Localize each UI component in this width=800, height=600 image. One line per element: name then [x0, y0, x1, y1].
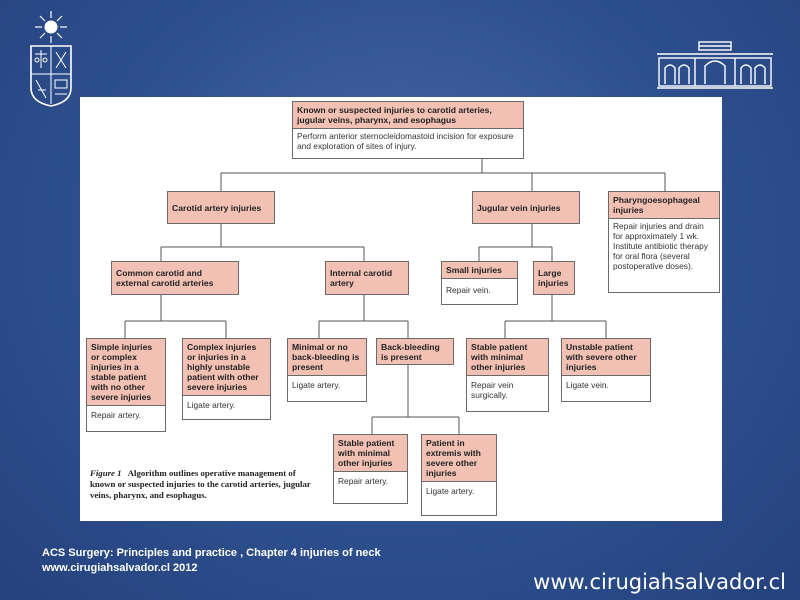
citation-line-2: www.cirugiahsalvador.cl 2012: [42, 562, 198, 574]
node-jugular-injuries: Jugular vein injuries: [472, 191, 580, 224]
website-watermark: www.cirugiahsalvador.cl: [533, 570, 786, 594]
figure-caption-text: Algorithm outlines operative management …: [90, 468, 311, 500]
node-complex-injuries: Complex injuries or injuries in a highly…: [182, 338, 271, 420]
link-carotid-children: [160, 224, 365, 261]
link-backbleed-children: [371, 365, 460, 434]
link-jugular-children: [478, 224, 553, 261]
node-patient-extremis: Patient in extremis with severe other in…: [421, 434, 497, 516]
connector-lines: [124, 159, 666, 434]
algorithm-figure: Known or suspected injuries to carotid a…: [80, 97, 722, 521]
figure-caption-label: Figure 1: [90, 468, 122, 478]
figure-caption: Figure 1 Algorithm outlines operative ma…: [90, 468, 315, 501]
node-simple-injuries: Simple injuries or complex injuries in a…: [86, 338, 166, 432]
source-citation: ACS Surgery: Principles and practice , C…: [42, 546, 381, 576]
link-common-children: [124, 295, 227, 338]
citation-line-1: ACS Surgery: Principles and practice , C…: [42, 547, 381, 559]
node-backbleeding-present: Back-bleeding is present: [376, 338, 454, 365]
node-common-carotid: Common carotid and external carotid arte…: [111, 261, 239, 295]
node-pharyngoesophageal: Pharyngoesophageal injuries Repair injur…: [608, 191, 720, 293]
link-root-l1: [220, 159, 666, 191]
node-internal-carotid: Internal carotid artery: [325, 261, 409, 295]
node-minimal-backbleeding: Minimal or no back-bleeding is present L…: [287, 338, 367, 402]
node-stable-vein: Stable patient with minimal other injuri…: [466, 338, 549, 412]
node-stable-artery: Stable patient with minimal other injuri…: [333, 434, 408, 504]
node-small-injuries: Small injuries Repair vein.: [441, 261, 518, 305]
hospital-building-icon: [657, 41, 773, 89]
node-root: Known or suspected injuries to carotid a…: [292, 101, 524, 159]
link-large-children: [504, 295, 607, 338]
link-internal-children: [318, 295, 409, 338]
university-crest-icon: [30, 11, 72, 107]
node-large-injuries: Large injuries: [533, 261, 575, 295]
node-carotid-injuries: Carotid artery injuries: [167, 191, 275, 224]
node-unstable-vein: Unstable patient with severe other injur…: [561, 338, 651, 402]
